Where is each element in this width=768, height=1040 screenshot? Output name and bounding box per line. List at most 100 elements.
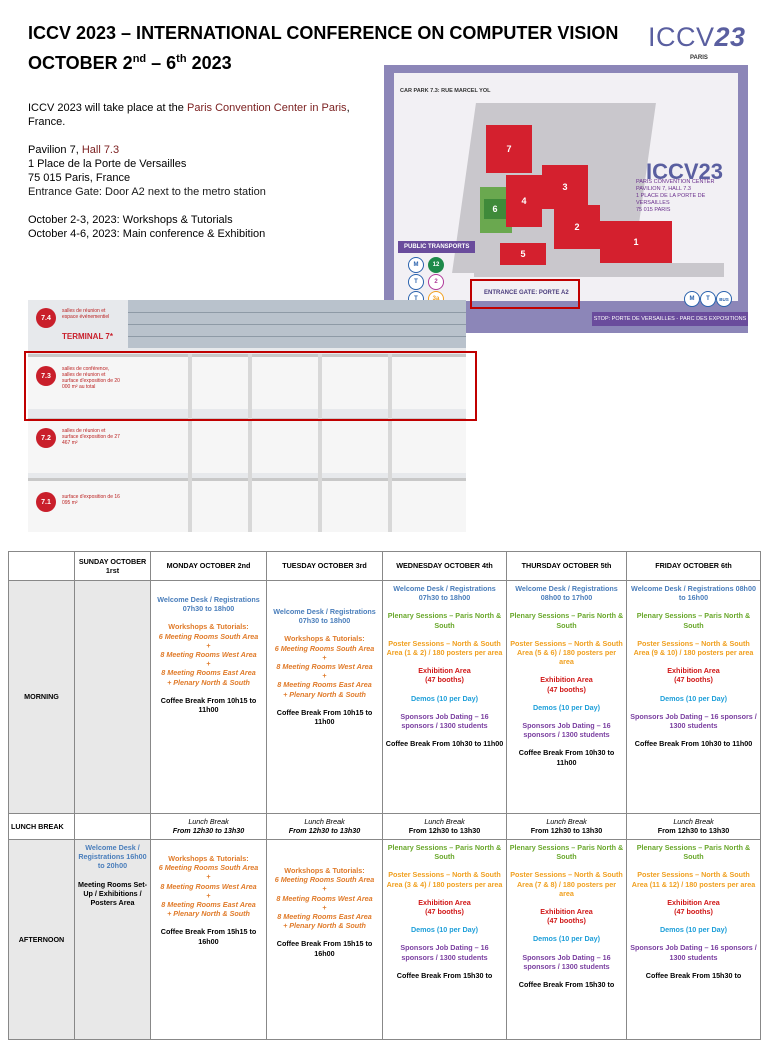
coffee-break: Coffee Break From 15h15 to 16h00	[160, 927, 257, 946]
workshops-plenary: + Plenary North & South	[283, 921, 366, 931]
coffee-break: Coffee Break From 15h15 to 16h00	[276, 939, 373, 958]
title-date-a: OCTOBER 2	[28, 53, 133, 73]
monday-morning-cell: Welcome Desk / Registrations 07h30 to 18…	[150, 580, 267, 814]
coffee-break: Coffee Break From 10h30 to 11h00	[385, 739, 504, 749]
metro-icon: M	[684, 291, 700, 307]
exhibition-area: Exhibition Area	[540, 675, 593, 685]
venue-name: Paris Convention Center in Paris	[186, 102, 347, 114]
map-building: 2	[554, 205, 600, 249]
thursday-morning-cell: Welcome Desk / Registrations 08h00 to 17…	[506, 580, 627, 814]
logo-text: ICCV	[648, 22, 715, 52]
hall-73-highlight	[24, 351, 477, 421]
workshops-room: 8 Meeting Rooms East Area	[277, 912, 372, 922]
demos: Demos (10 per Day)	[659, 925, 728, 935]
dates-workshops: October 2-3, 2023: Workshops & Tutorials	[28, 214, 233, 226]
sponsors-job-dating: Sponsors Job Dating – 16 sponsors / 1300…	[522, 952, 611, 971]
coffee-break: Coffee Break From 15h30 to	[518, 980, 615, 990]
dates-main: October 4-6, 2023: Main conference & Exh…	[28, 228, 266, 240]
title-line-2: OCTOBER 2nd – 6th 2023	[28, 46, 618, 76]
floor-73-desc: salles de conférence, salles de réunion …	[62, 366, 120, 390]
venue-map: 7 6 4 3 2 5 1 ICCV23 PARIS CONVENTION CE…	[384, 65, 748, 333]
header-cell: THURSDAY OCTOBER 5th	[506, 551, 627, 581]
workshops-room: 8 Meeting Rooms West Area	[276, 662, 373, 672]
metro-line-icon: 12	[428, 257, 444, 273]
demos: Demos (10 per Day)	[410, 693, 479, 703]
poster-sessions: Poster Sessions – North & South Area (1 …	[386, 638, 503, 658]
sunday-afternoon-cell: Welcome Desk / Registrations 16h00 to 20…	[74, 839, 151, 1040]
sponsors-job-dating: Sponsors Job Dating – 16 sponsors / 1300…	[630, 943, 757, 962]
map-address: PARIS CONVENTION CENTER PAVILION 7, HALL…	[636, 179, 736, 214]
lunch-break-title: Lunch Break	[546, 817, 587, 826]
plus: +	[322, 884, 327, 894]
plus: +	[206, 872, 211, 882]
plus: +	[206, 659, 211, 669]
plus: +	[322, 671, 327, 681]
setup-text: Meeting Rooms Set-Up / Exhibitions / Pos…	[77, 879, 148, 908]
booths: (47 booths)	[425, 675, 464, 685]
title-date-b: – 6	[146, 53, 177, 73]
plenary-sessions: Plenary Sessions – Paris North & South	[509, 843, 624, 862]
welcome-desk: Welcome Desk / Registrations 16h00 to 20…	[78, 843, 147, 871]
building-section-view: 7.4 salles de réunion et espace événemen…	[28, 300, 466, 532]
exhibition-area: Exhibition Area	[667, 666, 720, 676]
poster-sessions: Poster Sessions – North & South Area (5 …	[510, 638, 623, 667]
demos: Demos (10 per Day)	[410, 925, 479, 935]
sunday-morning-cell	[74, 580, 151, 814]
exhibition-area: Exhibition Area	[540, 907, 593, 917]
welcome-desk: Welcome Desk / Registrations 07h30 to 18…	[393, 584, 496, 603]
floor-badge-73: 7.3	[36, 366, 56, 386]
poster-sessions: Poster Sessions – North & South Area (11…	[631, 870, 756, 889]
wednesday-afternoon-cell: Plenary Sessions – Paris North & South P…	[382, 839, 507, 1040]
logo-number: 23	[714, 22, 746, 52]
wednesday-morning-cell: Welcome Desk / Registrations 07h30 to 18…	[382, 580, 507, 814]
workshops-title: Workshops & Tutorials:	[168, 854, 249, 863]
header-cell	[8, 551, 75, 581]
floor-badge-72: 7.2	[36, 428, 56, 448]
afternoon-label: AFTERNOON	[8, 839, 75, 1040]
lunch-break-title: Lunch Break	[304, 817, 345, 826]
roof-line	[128, 324, 466, 325]
booths: (47 booths)	[674, 675, 713, 685]
coffee-break: Coffee Break From 10h30 to 11h00	[518, 748, 615, 767]
title-sup-1: nd	[132, 53, 147, 65]
plus: +	[206, 640, 211, 650]
map-area: 7 6 4 3 2 5 1 ICCV23	[394, 73, 738, 301]
page-title: ICCV 2023 – INTERNATIONAL CONFERENCE ON …	[28, 20, 618, 76]
entrance-label: ENTRANCE GATE: PORTE A2	[484, 290, 569, 296]
workshops-room: 8 Meeting Rooms West Area	[276, 893, 373, 903]
coffee-break: Coffee Break From 10h15 to 11h00	[276, 707, 373, 727]
map-street	[474, 263, 724, 277]
venue-info: ICCV 2023 will take place at the Paris C…	[28, 101, 373, 241]
floor-badge-71: 7.1	[36, 492, 56, 512]
sponsors-job-dating: Sponsors Job Dating – 16 sponsors / 1300…	[400, 943, 489, 962]
roof-line	[128, 336, 466, 337]
exhibition-area: Exhibition Area	[667, 897, 720, 907]
booths: (47 booths)	[547, 684, 586, 694]
exhibition-area: Exhibition Area	[418, 666, 471, 676]
exhibition-area: Exhibition Area	[418, 897, 471, 907]
map-building: 7	[486, 125, 532, 173]
bus-icon: BUS	[716, 291, 732, 307]
venue-text-a: ICCV 2023 will take place at the	[28, 102, 187, 114]
header-cell: WEDNESDAY OCTOBER 4th	[382, 551, 507, 581]
floor-74-desc: salles de réunion et espace événementiel	[62, 308, 110, 320]
welcome-desk: Welcome Desk / Registrations 08h00 to 16…	[631, 584, 756, 603]
demos: Demos (10 per Day)	[532, 934, 601, 944]
header-cell: FRIDAY OCTOBER 6th	[626, 551, 761, 581]
title-line-1: ICCV 2023 – INTERNATIONAL CONFERENCE ON …	[28, 23, 619, 43]
entrance-gate: Entrance Gate: Door A2 next to the metro…	[28, 186, 266, 198]
coffee-break: Coffee Break From 10h30 to 11h00	[634, 739, 753, 749]
workshops-room: 8 Meeting Rooms East Area	[161, 668, 256, 678]
column	[248, 354, 252, 532]
workshops-plenary: + Plenary North & South	[283, 689, 366, 699]
workshops-room: 6 Meeting Rooms South Area	[274, 875, 375, 885]
tram-icon: T	[408, 274, 424, 290]
sunday-lunch-cell	[74, 813, 151, 840]
entrance-highlight	[470, 279, 580, 309]
logo-subtitle: PARIS	[690, 55, 708, 61]
lunch-break-title: Lunch Break	[188, 817, 229, 826]
lunch-break-time: From 12h30 to 13h30	[408, 826, 481, 836]
map-address-3: 1 PLACE DE LA PORTE DE VERSAILLES	[636, 193, 706, 206]
